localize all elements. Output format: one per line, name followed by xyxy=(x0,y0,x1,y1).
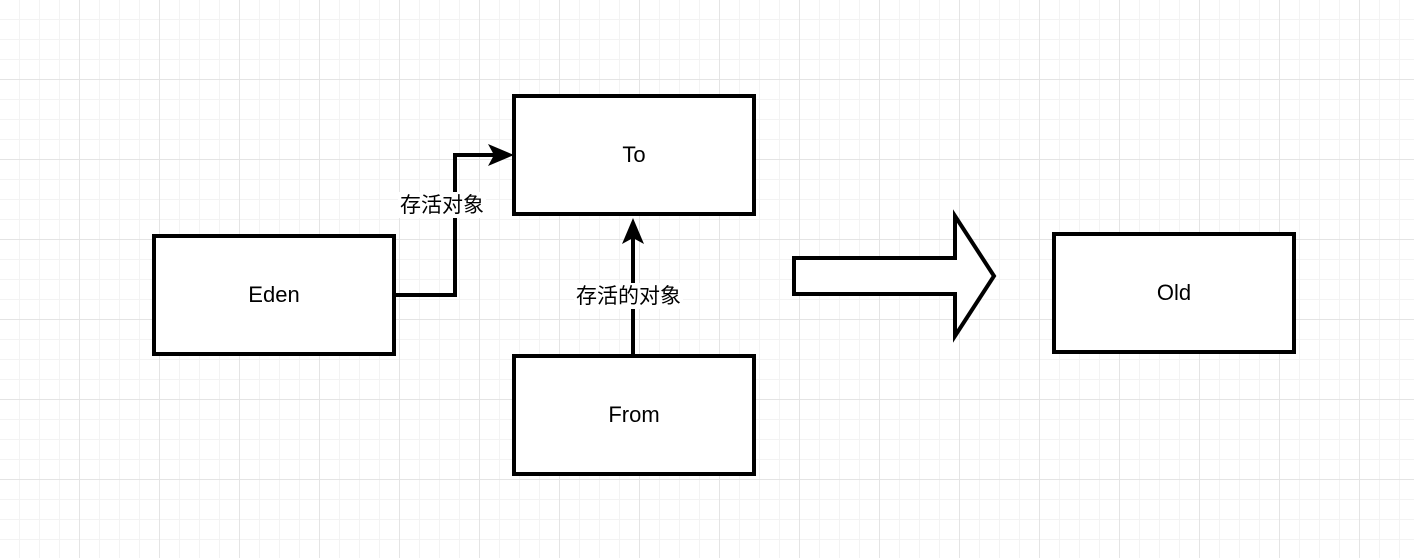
node-old[interactable]: Old xyxy=(1052,232,1296,354)
edge-eden-to[interactable] xyxy=(396,153,496,297)
arrowhead-from-to xyxy=(622,218,644,244)
node-to[interactable]: To xyxy=(512,94,756,216)
node-to-label: To xyxy=(622,142,646,167)
arrowhead-eden-to xyxy=(488,144,514,166)
node-eden-label: Eden xyxy=(248,282,300,307)
block-arrow-to-old[interactable] xyxy=(792,209,997,343)
node-old-label: Old xyxy=(1156,280,1192,305)
node-eden[interactable]: Eden xyxy=(152,234,396,356)
node-from[interactable]: From xyxy=(512,354,756,476)
node-from-label: From xyxy=(608,402,660,427)
edge-label-eden-to: 存活对象 xyxy=(398,192,486,218)
edge-label-from-to: 存活的对象 xyxy=(574,283,683,309)
